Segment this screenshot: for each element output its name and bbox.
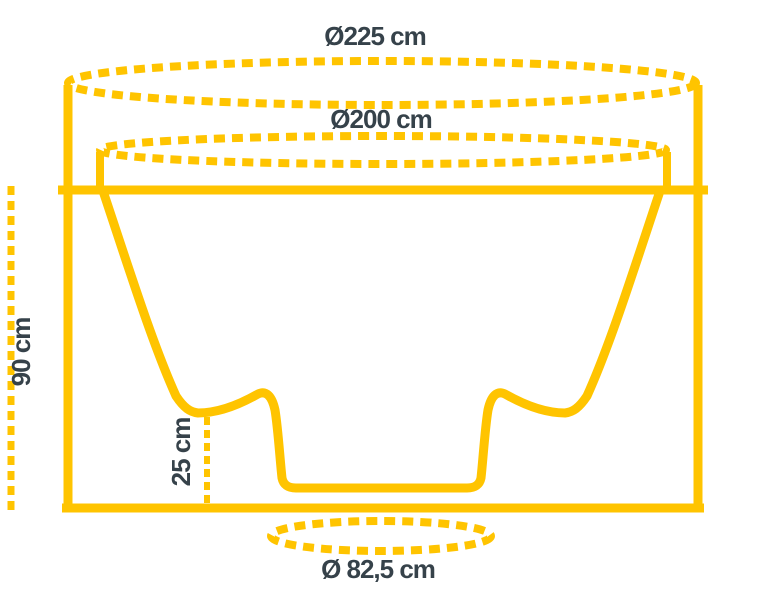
inner-diameter-label: Ø200 cm	[330, 104, 431, 134]
bottom-diameter-dashed-ellipse	[267, 517, 495, 555]
tub-inner-profile	[99, 189, 664, 493]
inner-rim-dashed-ellipse	[96, 132, 670, 168]
height-label: 90 cm	[6, 318, 36, 387]
outer-diameter-label: Ø225 cm	[324, 21, 425, 51]
outer-rim-dashed-ellipse	[64, 57, 700, 109]
bottom-diameter-label: Ø 82,5 cm	[321, 554, 435, 584]
seat-height-label: 25 cm	[166, 418, 196, 487]
